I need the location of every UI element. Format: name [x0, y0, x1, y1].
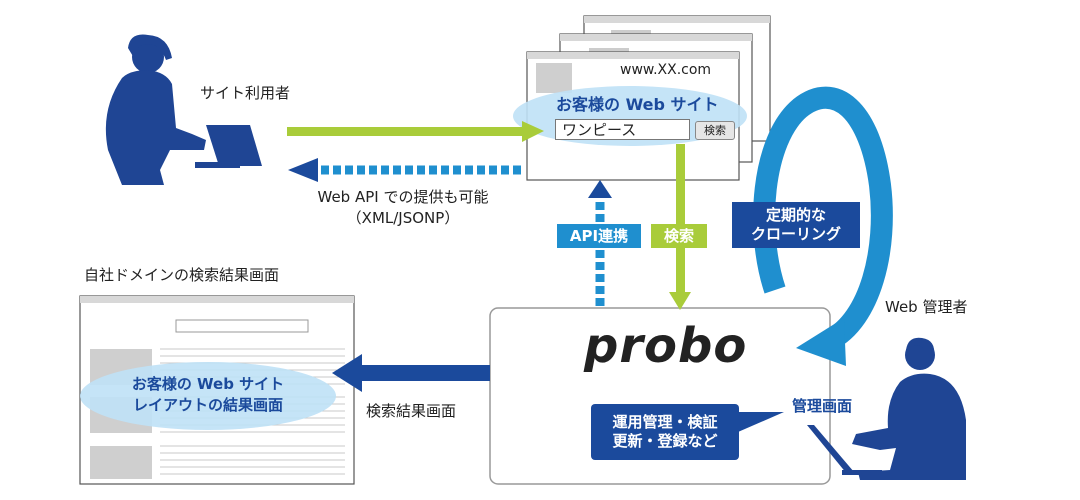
- api-tag: API連携: [557, 224, 641, 248]
- own-domain-label: 自社ドメインの検索結果画面: [84, 266, 280, 284]
- probo-logo: probo: [584, 318, 748, 374]
- ops-bubble: 運用管理・検証 更新・登録など: [591, 404, 739, 460]
- crawl-circular-arrow: [753, 86, 893, 366]
- results-ellipse: [80, 362, 336, 430]
- admin-screen-label: 管理画面: [792, 397, 853, 415]
- crawl-tag-line1: 定期的な: [765, 206, 826, 225]
- ops-bubble-line1: 運用管理・検証: [612, 413, 718, 432]
- green-arrow-search: [669, 144, 691, 310]
- web-api-note: Web API での提供も可能 （XML/JSONP）: [296, 186, 510, 228]
- web-api-note-line2: （XML/JSONP）: [346, 209, 460, 227]
- probo-box: [489, 307, 831, 485]
- crawl-tag: 定期的な クローリング: [732, 202, 860, 248]
- results-ellipse-line2: レイアウトの結果画面: [132, 396, 283, 414]
- ops-bubble-line2: 更新・登録など: [612, 432, 718, 450]
- crawl-tag-line2: クローリング: [750, 225, 841, 243]
- results-ellipse-text: お客様の Web サイト レイアウトの結果画面: [100, 374, 316, 416]
- website-search-input[interactable]: ワンピース: [555, 119, 690, 140]
- web-api-note-line1: Web API での提供も可能: [317, 188, 489, 206]
- web-admin-silhouette: [807, 337, 966, 480]
- website-title: お客様の Web サイト: [556, 95, 719, 114]
- website-url: www.XX.com: [620, 62, 712, 78]
- blue-dashed-arrow-api: [588, 180, 612, 306]
- ops-bubble-tail: [738, 412, 784, 432]
- results-ellipse-line1: お客様の Web サイト: [131, 375, 285, 393]
- blue-dashed-arrow-response: [288, 158, 521, 182]
- green-arrow-request: [287, 121, 544, 142]
- search-tag: 検索: [651, 224, 707, 248]
- navy-arrow-results: [332, 354, 490, 392]
- results-screen-label: 検索結果画面: [366, 402, 457, 420]
- website-search-button[interactable]: 検索: [695, 121, 735, 140]
- web-admin-label: Web 管理者: [885, 298, 968, 316]
- site-user-label: サイト利用者: [200, 84, 291, 102]
- site-user-silhouette: [105, 34, 262, 185]
